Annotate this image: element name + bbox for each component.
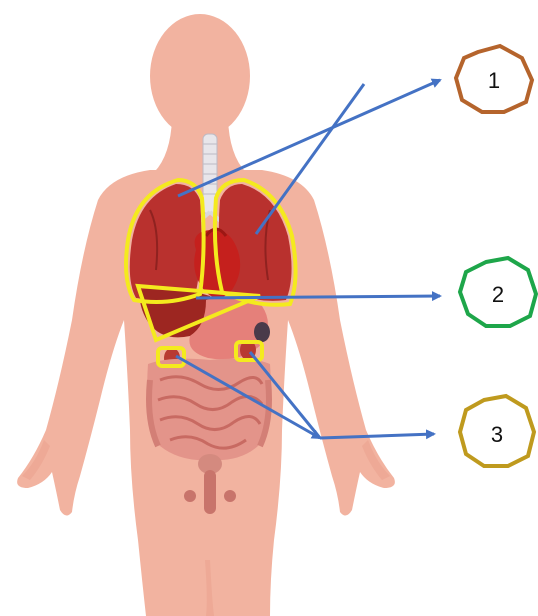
label-3-text: 3 (491, 422, 503, 447)
label-1: 1 (456, 46, 532, 112)
label-3: 3 (460, 396, 534, 466)
arrow-2 (196, 296, 440, 298)
label-2-text: 2 (492, 282, 504, 307)
label-1-text: 1 (488, 68, 500, 93)
label-2: 2 (460, 258, 536, 326)
